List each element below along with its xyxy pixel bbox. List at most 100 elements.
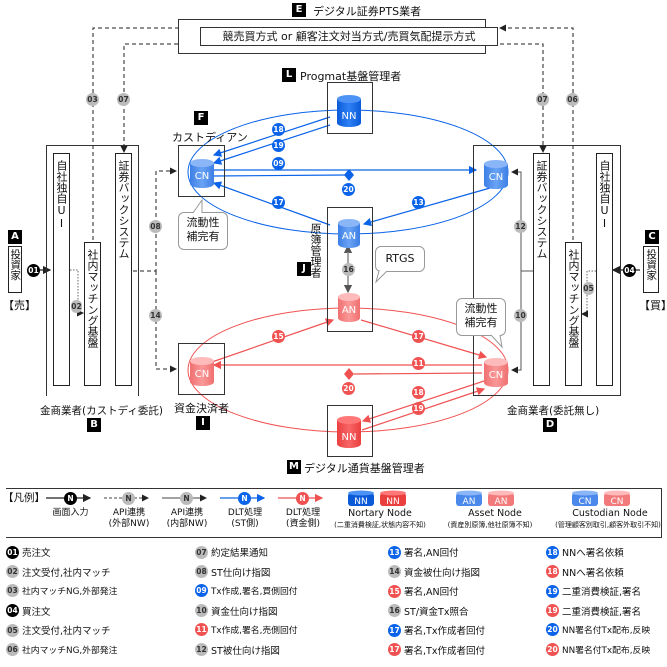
legend-an-red: AN <box>488 490 514 507</box>
tag-f: F <box>194 111 208 125</box>
legend-custodian-node: Custodian Node <box>572 508 648 519</box>
badge-17-cash: 17 <box>412 330 425 343</box>
step-number-badge: 14 <box>388 565 401 578</box>
flow-07-right <box>500 43 547 153</box>
step-number-badge: 13 <box>388 545 401 559</box>
investor-buyer[interactable]: 投資家 <box>643 246 659 293</box>
badge-10: 10 <box>514 309 527 322</box>
flow-20-cash <box>353 372 483 375</box>
broker-d-backoffice[interactable]: 証券バックシステム <box>533 153 550 386</box>
pts-method: 競売買方式 or 顧客注文対当方式/売買気配提示方式 <box>200 27 498 46</box>
badge-08: 08 <box>149 220 162 233</box>
broker-d-bubble-tail <box>490 334 503 349</box>
svg-text:CN: CN <box>489 172 503 183</box>
broker-b-ui[interactable]: 自社独自UI <box>53 153 70 386</box>
badge-06: 06 <box>566 93 579 106</box>
tag-d: D <box>543 418 557 432</box>
svg-text:AN: AN <box>342 231 356 242</box>
step-number-badge: 12 <box>195 643 208 656</box>
flow-14 <box>155 271 177 373</box>
step-text: 二重消費検証,署名 <box>562 587 642 598</box>
step-text: NNへ署名依頼 <box>562 567 624 579</box>
step-text: 二重消費検証,署名 <box>562 606 642 618</box>
legend-dlt-st: DLT処理(ST側) <box>227 508 263 529</box>
tag-j: J <box>297 262 311 276</box>
svg-text:CN: CN <box>195 369 209 380</box>
badge-18-cash: 18 <box>412 386 425 399</box>
registry-box <box>327 207 373 332</box>
badge-07-left: 07 <box>117 93 130 106</box>
tag-m: M <box>287 460 301 474</box>
step-number-badge: 06 <box>6 642 19 656</box>
badge-11: 11 <box>412 357 425 370</box>
buyer-side-label: 【買】 <box>639 299 667 312</box>
custodian-title: カストディアン <box>172 131 248 144</box>
svg-text:CN: CN <box>489 370 503 381</box>
flow-02 <box>70 269 84 317</box>
digital-currency-title: デジタル通貨基盤管理者 <box>304 462 425 475</box>
svg-text:AN: AN <box>342 305 356 316</box>
step-number-badge: 20 <box>546 623 559 636</box>
cn-cash-settlement-node: CN <box>190 357 214 386</box>
step-number-badge: 07 <box>195 545 208 559</box>
step-text: 社内マッチNG,外部発注 <box>22 645 118 656</box>
badge-13: 13 <box>412 196 425 209</box>
broker-b-box <box>46 145 139 396</box>
step-text: Tx作成,署名,買側回付 <box>211 587 298 597</box>
legend-badge-api-ext: N <box>122 492 135 505</box>
db-nodes: NN CN CN AN AN CN CN NN <box>190 95 508 448</box>
broker-b-matching[interactable]: 社内マッチング基盤 <box>84 242 101 386</box>
step-text: NN署名付Tx配布,反映 <box>562 626 651 636</box>
step-number-badge: 18 <box>546 545 559 559</box>
broker-d-ui[interactable]: 自社独自UI <box>596 153 613 386</box>
rtgs-bubble: RTGS <box>375 246 425 272</box>
badge-15: 15 <box>272 330 285 343</box>
legend-nn-blue: NN <box>348 490 374 507</box>
step-number-badge: 03 <box>6 584 19 597</box>
progmat-box <box>327 82 373 134</box>
tag-b: B <box>87 418 101 432</box>
tag-c: C <box>645 230 659 244</box>
step-text: 注文受付,社内マッチ <box>22 626 111 637</box>
legend-notary-node: Nortary Node <box>348 508 412 519</box>
legend-asset-node: Asset Node <box>468 508 522 519</box>
step-text: 売注文 <box>22 548 51 559</box>
legend-an-blue: AN <box>456 490 482 507</box>
broker-d-title: 金商業者(委託無し) <box>507 405 600 417</box>
broker-d-matching[interactable]: 社内マッチング基盤 <box>565 242 582 386</box>
cn-custodian-node: CN <box>190 159 214 188</box>
step-text: 資金被仕向け指図 <box>404 567 481 579</box>
legend-title: 【凡例】 <box>3 492 45 504</box>
legend-notary-desc: (二重消費検証,状態内容不知) <box>334 521 426 529</box>
step-number-badge: 11 <box>195 623 208 636</box>
badge-19-cash: 19 <box>412 402 425 415</box>
investor-seller[interactable]: 投資家 <box>8 246 22 293</box>
broker-b-backoffice[interactable]: 証券バックシステム <box>115 153 132 386</box>
flow-20-st <box>212 174 346 177</box>
svg-text:CN: CN <box>610 497 623 507</box>
legend-nn-red: NN <box>380 490 406 507</box>
step-number-badge: 09 <box>195 584 208 597</box>
flow-06 <box>499 24 574 240</box>
pts-title: デジタル証券PTS業者 <box>313 5 422 18</box>
step-text: 買注文 <box>22 606 51 618</box>
step-text: ST被仕向け指図 <box>211 645 280 657</box>
cash-settlement-title: 資金決済者 <box>174 402 229 415</box>
svg-text:NN: NN <box>386 497 399 507</box>
cash-settlement-box <box>178 343 225 395</box>
